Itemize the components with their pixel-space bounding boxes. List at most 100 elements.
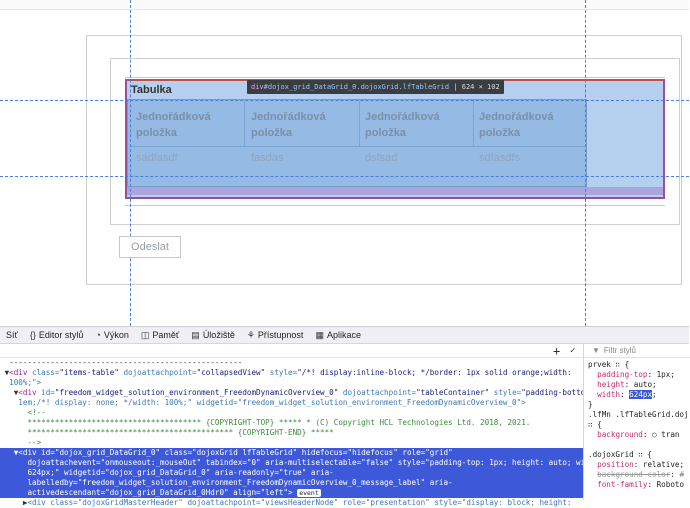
css-selector-text: } bbox=[588, 400, 593, 409]
tab-performance[interactable]: ◔Výkon bbox=[89, 327, 134, 344]
markup-indent bbox=[0, 398, 18, 407]
markup-token: "dojox_grid_DataGrid_0" bbox=[54, 448, 161, 457]
css-property[interactable]: font-family bbox=[597, 480, 648, 489]
devtools-toolbar: Síť {}Editor stylů ◔Výkon ◫Paměť ▤Úložiš… bbox=[0, 326, 689, 344]
css-property[interactable]: position bbox=[597, 460, 634, 469]
guide-line-horizontal bbox=[0, 100, 689, 101]
markup-panel[interactable]: + ✓ ------------------------------------… bbox=[0, 344, 604, 507]
css-selector[interactable]: .lfMn .lfTableGrid.doj bbox=[588, 410, 690, 420]
markup-indent bbox=[0, 378, 9, 387]
css-value[interactable]: relative; bbox=[642, 460, 685, 469]
add-node-button[interactable]: + bbox=[553, 344, 561, 358]
markup-token: labelledby="freedom_widget_solution_envi… bbox=[27, 478, 453, 487]
css-value[interactable]: 624px bbox=[629, 390, 653, 399]
css-value[interactable]: ○ tran bbox=[652, 430, 680, 439]
markup-token: style= bbox=[489, 388, 522, 397]
css-declaration[interactable]: position: relative; bbox=[597, 460, 685, 469]
markup-token: <div bbox=[18, 388, 42, 397]
markup-token: 100%;"> bbox=[9, 378, 42, 387]
markup-line-selected[interactable]: dojoattachevent="onmouseout:_mouseOut" t… bbox=[0, 458, 604, 468]
table-cell[interactable]: dsfsad bbox=[365, 152, 398, 164]
expand-arrow-icon[interactable]: ▼ bbox=[0, 388, 19, 397]
css-selector[interactable] bbox=[588, 440, 690, 450]
markup-line[interactable]: ****************************************… bbox=[0, 428, 583, 438]
rules-filter[interactable]: ▼ Filtr stylů bbox=[584, 344, 690, 358]
tab-label: Síť bbox=[6, 330, 18, 340]
rules-filter-placeholder: Filtr stylů bbox=[603, 345, 636, 355]
expand-arrow-icon[interactable]: ▶ bbox=[0, 498, 28, 507]
markup-line[interactable]: ▼<div class="items-table" dojoattachpoin… bbox=[0, 368, 583, 378]
css-declaration[interactable]: height: auto; bbox=[597, 380, 657, 389]
tab-label: Editor stylů bbox=[38, 330, 84, 340]
css-property[interactable]: background bbox=[597, 430, 643, 439]
css-property[interactable]: width bbox=[597, 390, 621, 399]
markup-tree[interactable]: ----------------------------------------… bbox=[0, 358, 604, 508]
tab-application[interactable]: ▦Aplikace bbox=[309, 327, 367, 344]
inspector-tooltip: div#dojox_grid_DataGrid_0.dojoxGrid.lfTa… bbox=[247, 80, 504, 94]
style-editor-icon: {} bbox=[29, 330, 36, 340]
eyedropper-icon[interactable]: ✓ bbox=[570, 346, 576, 356]
css-selector[interactable]: } bbox=[588, 400, 690, 410]
css-selector-text: .dojoxGrid ∷ { bbox=[588, 450, 653, 459]
markup-line[interactable]: ----------------------------------------… bbox=[0, 358, 583, 368]
tab-label: Úložiště bbox=[202, 330, 235, 340]
markup-line[interactable]: ************************************** {… bbox=[0, 418, 583, 428]
column-separator bbox=[473, 101, 474, 146]
css-declaration[interactable]: background-color: # bbox=[597, 470, 685, 479]
markup-line[interactable]: ▶<div class="dojoxGridMasterHeader" dojo… bbox=[0, 498, 583, 508]
css-selector[interactable]: ∷ { bbox=[588, 420, 690, 430]
markup-text: ----------------------------------------… bbox=[9, 358, 243, 367]
markup-line[interactable]: ▼<div id="freedom_widget_solution_enviro… bbox=[0, 388, 595, 398]
css-declaration[interactable]: width: 624px; bbox=[597, 390, 657, 399]
markup-line[interactable]: --> bbox=[0, 438, 583, 448]
css-value[interactable]: 1px; bbox=[656, 370, 675, 379]
column-header[interactable]: Jednořádková položka bbox=[479, 111, 554, 139]
css-property[interactable]: height bbox=[597, 380, 625, 389]
event-badge[interactable]: event bbox=[297, 489, 321, 497]
markup-indent bbox=[0, 428, 27, 437]
markup-line-selected[interactable]: labelledby="freedom_widget_solution_envi… bbox=[0, 478, 583, 488]
markup-line-selected[interactable]: activedescendant="dojox_grid_DataGrid_0H… bbox=[0, 488, 583, 498]
tab-style-editor[interactable]: {}Editor stylů bbox=[24, 327, 90, 344]
tab-network[interactable]: Síť bbox=[0, 327, 24, 344]
markup-token: "hidefocus" bbox=[347, 448, 398, 457]
css-value[interactable]: Roboto bbox=[656, 480, 685, 489]
css-property[interactable]: background-color bbox=[597, 470, 671, 479]
tooltip-separator: | bbox=[453, 83, 458, 91]
markup-token: role= bbox=[397, 448, 426, 457]
markup-line[interactable]: 1em;/*! display: none; */width: 100%;" w… bbox=[0, 398, 583, 408]
tab-accessibility[interactable]: ⚘Přístupnost bbox=[241, 327, 310, 344]
column-header[interactable]: Jednořádková položka bbox=[136, 111, 211, 139]
markup-token: <div class="dojoxGridMasterHeader" dojoa… bbox=[27, 498, 572, 507]
css-declaration[interactable]: font-family: Roboto bbox=[597, 480, 685, 489]
expand-arrow-icon[interactable]: ▼ bbox=[0, 368, 10, 377]
column-header[interactable]: Jednořádková položka bbox=[251, 111, 326, 139]
markup-token: "dojoxGrid lfTableGrid" bbox=[192, 448, 298, 457]
markup-line-selected[interactable]: 624px;" widgetid="dojox_grid_DataGrid_0"… bbox=[0, 468, 583, 478]
memory-icon: ◫ bbox=[140, 329, 150, 340]
markup-line[interactable]: 100%;"> bbox=[0, 378, 583, 388]
column-header[interactable]: Jednořádková položka bbox=[365, 111, 440, 139]
markup-line[interactable]: <!-- bbox=[0, 408, 583, 418]
css-value[interactable]: # bbox=[679, 470, 685, 479]
markup-line-selected[interactable]: ▼<div id="dojox_grid_DataGrid_0" class="… bbox=[0, 448, 583, 458]
markup-token: "items-table" bbox=[59, 368, 119, 377]
css-declaration[interactable]: padding-top: 1px; bbox=[597, 370, 675, 379]
css-selector[interactable]: prvek ∷ { bbox=[588, 360, 690, 370]
markup-token: "padding-bottom: bbox=[521, 388, 595, 397]
css-value[interactable]: auto; bbox=[633, 380, 657, 389]
table-cell[interactable]: fasdas bbox=[251, 152, 284, 164]
css-selector[interactable]: .dojoxGrid ∷ { bbox=[588, 450, 690, 460]
table-cell[interactable]: sdfasdfs bbox=[479, 152, 520, 164]
markup-token: id= bbox=[41, 388, 55, 397]
expand-arrow-icon[interactable]: ▼ bbox=[0, 448, 19, 457]
table-cell[interactable]: sadfasdf bbox=[136, 152, 178, 164]
css-declaration[interactable]: background: ○ tran bbox=[597, 430, 680, 439]
guide-line-horizontal bbox=[0, 176, 689, 177]
css-property[interactable]: padding-top bbox=[597, 370, 648, 379]
tab-memory[interactable]: ◫Paměť bbox=[135, 327, 185, 344]
submit-button[interactable]: Odeslat bbox=[119, 236, 181, 258]
rules-list[interactable]: prvek ∷ { padding-top: 1px; height: auto… bbox=[588, 360, 690, 490]
rules-panel[interactable]: ▼ Filtr stylů prvek ∷ { padding-top: 1px… bbox=[583, 344, 690, 500]
tab-storage[interactable]: ▤Úložiště bbox=[185, 327, 241, 344]
